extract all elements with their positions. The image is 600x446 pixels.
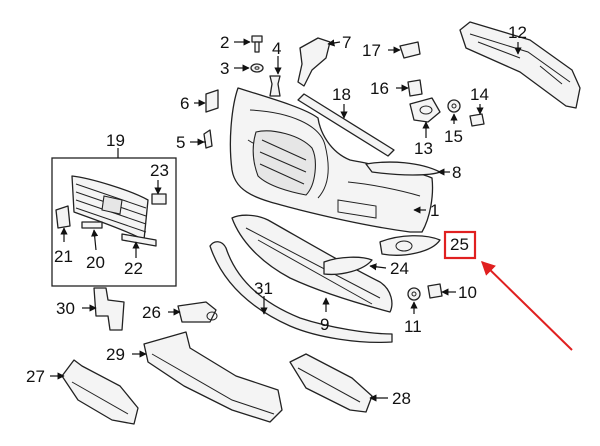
label-13: 13: [414, 139, 433, 158]
highlight-box: [443, 230, 477, 260]
label-25: 25: [450, 235, 469, 254]
label-20: 20: [86, 253, 105, 272]
label-15: 15: [444, 127, 463, 146]
fog-bracket-part: [409, 97, 441, 123]
sensor-part: [177, 301, 218, 323]
label-26: 26: [142, 303, 161, 322]
grille-inset-box: [51, 148, 177, 287]
highlight-callout: [443, 230, 573, 351]
highlight-arrow: [480, 261, 573, 351]
energy-absorber-part: [459, 21, 581, 109]
label-7: 7: [342, 33, 351, 52]
label-14: 14: [470, 85, 489, 104]
washer-part: [250, 63, 264, 73]
label-22: 22: [124, 259, 143, 278]
lower-left-bracket-part: [93, 287, 125, 331]
label-17: 17: [362, 41, 381, 60]
right-side-bracket-part: [289, 353, 373, 413]
label-21: 21: [54, 247, 73, 266]
bolt-part: [251, 35, 263, 53]
label-6: 6: [180, 94, 189, 113]
label-1: 1: [430, 201, 439, 220]
label-16: 16: [370, 79, 389, 98]
impact-bar-part: [143, 331, 283, 423]
clip-part: [269, 75, 281, 97]
right-washer-part: [447, 99, 461, 113]
grille-bracket-part: [55, 205, 71, 229]
bracket-part: [297, 37, 331, 87]
lower-deflector-part: [231, 214, 393, 313]
trim-strip-part: [365, 161, 441, 176]
label-28: 28: [392, 389, 411, 408]
label-10: 10: [458, 283, 477, 302]
label-29: 29: [106, 345, 125, 364]
label-4: 4: [272, 39, 281, 58]
connector-part: [407, 79, 423, 97]
side-bracket-part: [205, 89, 219, 113]
top-clip-part: [399, 41, 421, 59]
label-12: 12: [508, 23, 527, 42]
bumper-cover-part: [229, 87, 434, 233]
leader-lines: [50, 38, 522, 402]
label-31: 31: [254, 279, 273, 298]
label-27: 27: [26, 367, 45, 386]
grille-part: [71, 175, 149, 241]
lower-spoiler-part: [209, 241, 393, 343]
label-2: 2: [220, 33, 229, 52]
lower-washer-part: [407, 287, 421, 301]
right-bolt-part: [469, 113, 485, 127]
label-11: 11: [404, 317, 422, 336]
fog-cover-right-part: [379, 235, 441, 256]
side-clip-part: [203, 129, 213, 149]
grille-molding-part: [121, 233, 157, 247]
callout-labels: 2 3 4 5 6 7 17 12 16 18 14 15 13 8 1 19 …: [26, 23, 527, 408]
label-19: 19: [106, 131, 125, 150]
label-23: 23: [150, 161, 169, 180]
label-24: 24: [390, 259, 409, 278]
label-18: 18: [332, 85, 351, 104]
grille-clip-part: [151, 193, 167, 205]
label-9: 9: [320, 315, 329, 334]
label-3: 3: [220, 59, 229, 78]
label-8: 8: [452, 163, 461, 182]
fog-cover-left-part: [323, 256, 373, 276]
label-5: 5: [176, 133, 185, 152]
grille-emblem-part: [81, 221, 103, 229]
upper-strip-part: [297, 93, 395, 157]
lower-bolt-part: [427, 283, 443, 299]
label-30: 30: [56, 299, 75, 318]
left-side-bracket-part: [61, 359, 139, 425]
